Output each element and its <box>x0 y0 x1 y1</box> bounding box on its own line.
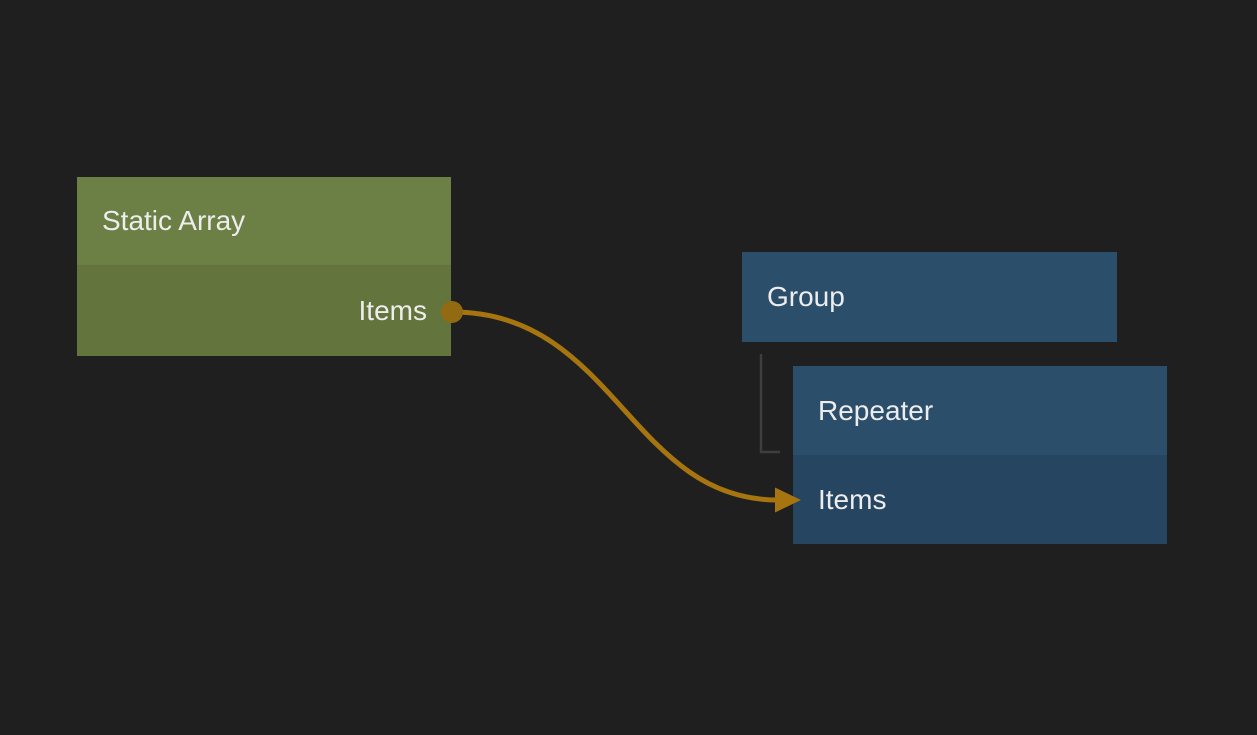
connection-wire[interactable] <box>449 309 781 503</box>
repeater-header[interactable]: Repeater <box>793 366 1167 455</box>
repeater-input-items-label: Items <box>818 483 887 515</box>
node-group[interactable]: Group <box>742 252 1117 342</box>
repeater-body[interactable]: Items <box>793 455 1167 544</box>
node-static-array[interactable]: Static Array Items <box>77 177 451 356</box>
repeater-title: Repeater <box>818 394 934 426</box>
static-array-body[interactable]: Items <box>77 265 451 356</box>
group-title: Group <box>767 281 845 312</box>
static-array-header[interactable]: Static Array <box>77 177 451 265</box>
static-array-output-items-label: Items <box>358 294 427 326</box>
static-array-title: Static Array <box>102 205 246 236</box>
node-repeater[interactable]: Repeater Items <box>793 366 1167 544</box>
group-header[interactable]: Group <box>742 252 1117 342</box>
hierarchy-connector-line <box>759 354 780 454</box>
